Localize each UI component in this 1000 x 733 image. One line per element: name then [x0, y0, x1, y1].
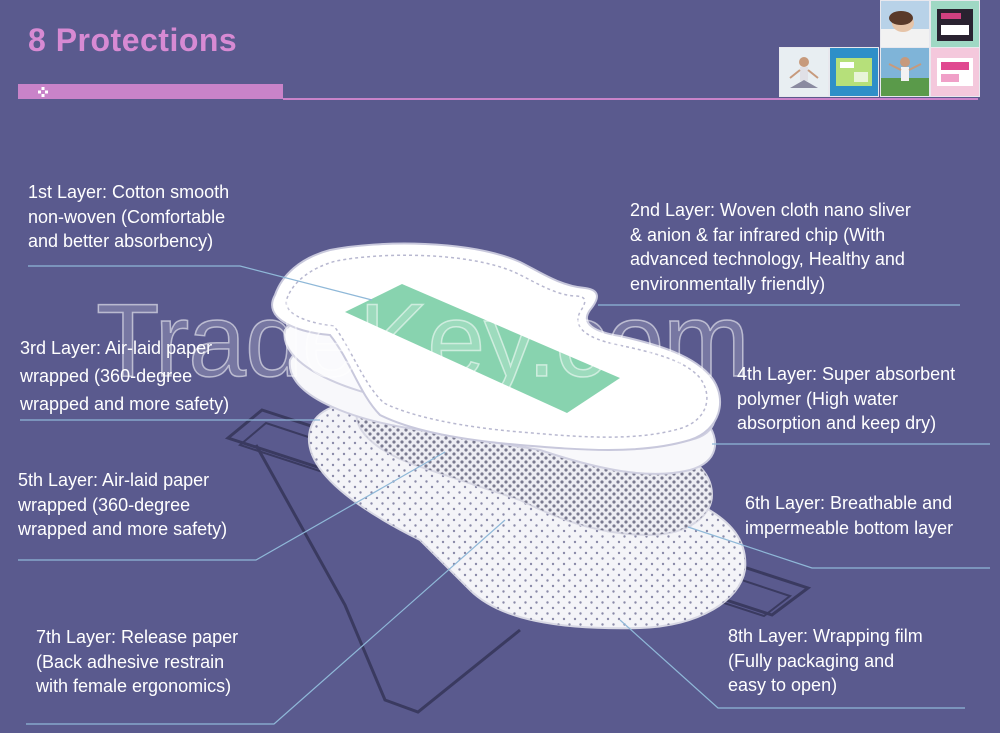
sleeping-woman-photo	[880, 0, 930, 50]
layer-5-line-3: wrapped and more safety)	[18, 519, 228, 539]
yoga-woman-photo	[779, 47, 829, 97]
layer-3-line-2: wrapped (360-degree	[20, 366, 193, 386]
layer-1-label: 1st Layer: Cotton smooth non-woven (Comf…	[28, 180, 229, 254]
page-title: 8 Protections	[28, 22, 238, 58]
title-accent-bar	[18, 84, 283, 99]
layer-4-line-3: absorption and keep dry)	[737, 413, 937, 433]
diamond-icon	[38, 87, 48, 97]
nano-silver-chip	[345, 284, 620, 413]
leader-lines	[18, 265, 990, 725]
layer-4-line-2: polymer (High water	[737, 388, 899, 409]
product-pack-green-photo	[829, 47, 879, 97]
layer-6-line-1: 6th Layer: Breathable and	[745, 493, 953, 513]
layer-7-line-3: with female ergonomics)	[36, 676, 232, 696]
layer-8-line-1: 8th Layer: Wrapping film	[728, 626, 923, 646]
layer-3-line-3: wrapped and more safety)	[20, 394, 230, 414]
layer-3-label: 3rd Layer: Air-laid paper wrapped (360-d…	[20, 334, 229, 418]
layer-2-line-1: 2nd Layer: Woven cloth nano sliver	[630, 200, 911, 220]
layer-2-line-3: advanced technology, Healthy and	[630, 249, 905, 269]
layer-3-line-1: 3rd Layer: Air-laid paper	[20, 338, 213, 358]
layer-2-line-4: environmentally friendly)	[630, 273, 826, 294]
layer-7-line-1: 7th Layer: Release paper	[36, 627, 239, 647]
layer-5-label: 5th Layer: Air-laid paper wrapped (360-d…	[18, 468, 227, 542]
layer-8-line-2: (Fully packaging and	[728, 650, 895, 671]
layer-4-line-1: 4th Layer: Super absorbent	[737, 364, 956, 384]
layer-1-line-3: and better absorbency)	[28, 231, 214, 251]
layer-1-line-1: 1st Layer: Cotton smooth	[28, 182, 230, 202]
layer-7-line-2: (Back adhesive restrain	[36, 651, 225, 672]
layer-7-label: 7th Layer: Release paper (Back adhesive …	[36, 625, 238, 699]
layer-4-label: 4th Layer: Super absorbent polymer (High…	[737, 362, 955, 436]
watermark-text: TradeKey.com	[95, 282, 750, 400]
layer-5-line-1: 5th Layer: Air-laid paper	[18, 470, 210, 490]
layer-8-label: 8th Layer: Wrapping film (Fully packagin…	[728, 624, 923, 698]
layer-2-line-2: & anion & far infrared chip (With	[630, 224, 886, 245]
product-box-pink-photo	[930, 47, 980, 97]
title-underline	[283, 98, 978, 100]
outdoor-woman-photo	[880, 47, 930, 97]
layer-1-line-2: non-woven (Comfortable	[28, 206, 226, 227]
layer-6-label: 6th Layer: Breathable and impermeable bo…	[745, 491, 953, 540]
layer-5-line-2: wrapped (360-degree	[18, 494, 191, 515]
layer-8-line-3: easy to open)	[728, 675, 838, 695]
layer-2-label: 2nd Layer: Woven cloth nano sliver & ani…	[630, 198, 911, 296]
layer-6-line-2: impermeable bottom layer	[745, 517, 954, 538]
